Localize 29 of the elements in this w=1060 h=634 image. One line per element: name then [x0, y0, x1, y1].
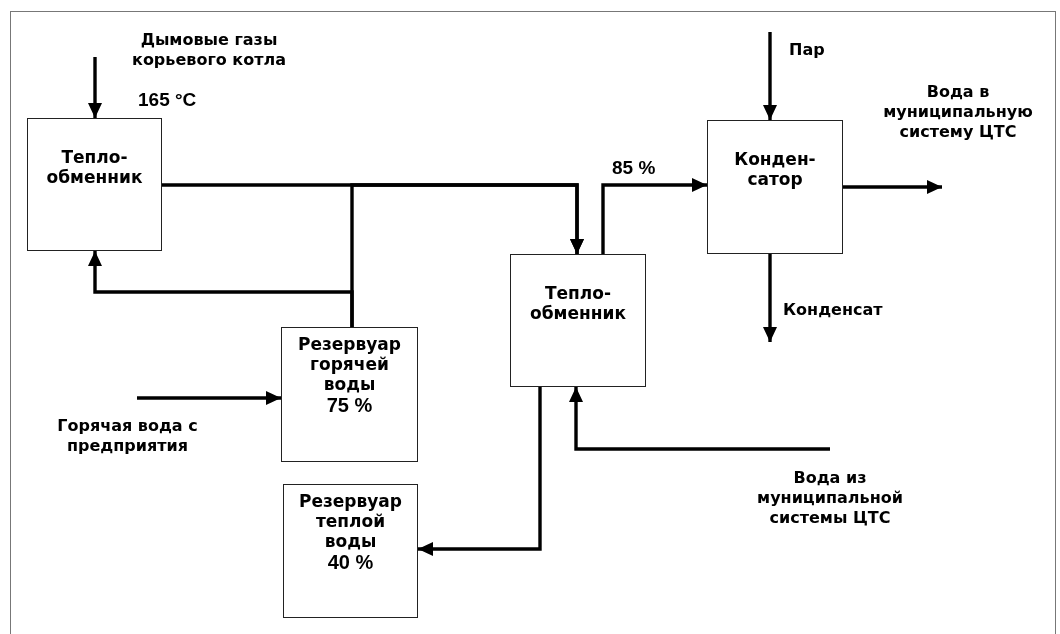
edge-label: Пар: [789, 40, 825, 60]
arrow: [88, 57, 102, 118]
box-label: Конден- сатор: [733, 149, 817, 189]
arrow: [601, 178, 707, 254]
arrow: [843, 180, 942, 194]
percentage-label: 40 %: [327, 551, 374, 573]
process-box: [510, 254, 646, 387]
box-label: Резервуар горячей воды: [296, 334, 402, 394]
process-box: [281, 327, 418, 462]
edge-label: Вода из муниципальной системы ЦТС: [756, 468, 904, 528]
arrow: [763, 32, 777, 120]
edge-label: Горячая вода с предприятия: [56, 416, 199, 456]
edge-label: Дымовые газы корьевого котла: [131, 30, 287, 70]
edge-label: 85 %: [612, 158, 656, 178]
edge-label: Конденсат: [783, 300, 883, 320]
arrow: [137, 391, 281, 405]
process-box: [283, 484, 418, 618]
process-box: [27, 118, 162, 251]
box-label: Тепло- обменник: [529, 283, 627, 323]
edge-label: Вода в муниципальную систему ЦТС: [882, 82, 1034, 142]
temperature-label: 165 °C: [138, 90, 197, 110]
box-label: Тепло- обменник: [45, 147, 144, 187]
box-label: Резервуар теплой воды: [297, 491, 403, 551]
arrow: [763, 254, 777, 342]
percentage-label: 75 %: [326, 394, 373, 416]
arrow: [350, 183, 584, 327]
process-box: [707, 120, 843, 254]
arrow: [569, 387, 830, 451]
arrow: [418, 387, 542, 556]
